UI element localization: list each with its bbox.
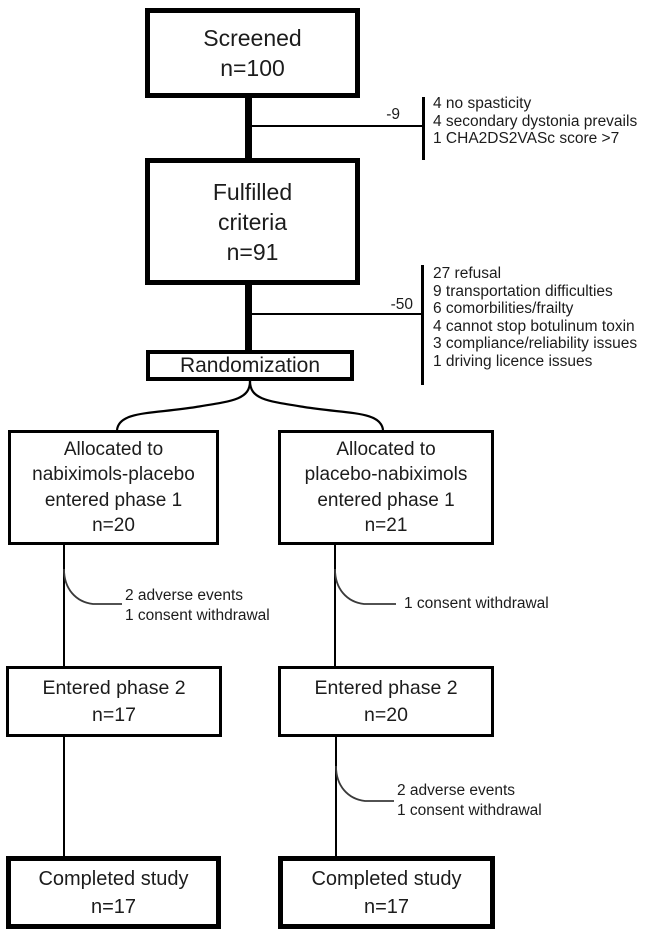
- dropout-note-left-phase1: 2 adverse events 1 consent withdrawal: [125, 586, 270, 625]
- completed-study-left-box: Completed study n=17: [6, 856, 221, 929]
- exclusion-item: 9 transportation difficulties: [433, 282, 613, 300]
- completed-right-count: n=17: [363, 895, 410, 918]
- randomization-label: Randomization: [179, 353, 321, 377]
- dropout-item: 1 consent withdrawal: [397, 801, 542, 819]
- screened-box: Screened n=100: [145, 8, 360, 98]
- alloc-right-line: placebo-nabiximols: [304, 464, 468, 485]
- exclusion-item: 4 no spasticity: [433, 95, 532, 112]
- fulfilled-line: Fulfilled: [212, 178, 293, 205]
- exclusion-item: 1 CHA2DS2VASc score >7: [433, 130, 620, 147]
- entered-right-line: Entered phase 2: [314, 676, 458, 699]
- exclusion-item: 27 refusal: [433, 265, 502, 282]
- fulfilled-criteria-box: Fulfilled criteria n=91: [145, 158, 360, 285]
- randomization-exclusion-list: 27 refusal 9 transportation difficulties…: [433, 265, 637, 370]
- dropout-item: 2 adverse events: [125, 587, 244, 604]
- entered-phase2-right-box: Entered phase 2 n=20: [278, 666, 494, 737]
- alloc-left-line: nabiximols-placebo: [32, 464, 195, 485]
- exclusion-2-bracket: [421, 265, 424, 385]
- connector-fulfilled-to-randomization: [245, 283, 252, 352]
- connector-exclusion-2: [250, 313, 422, 315]
- entered-left-line: Entered phase 2: [42, 676, 186, 699]
- exclusion-item: 1 driving licence issues: [433, 352, 593, 370]
- dropout-note-right-phase1: 1 consent withdrawal: [404, 595, 549, 613]
- completed-left-line: Completed study: [38, 867, 189, 890]
- exclusion-item: 3 compliance/reliability issues: [433, 335, 638, 352]
- connector-screened-to-fulfilled: [245, 95, 252, 160]
- fulfilled-line: criteria: [217, 208, 287, 235]
- exclusion-1-bracket: [422, 97, 425, 160]
- alloc-left-line: Allocated to: [63, 438, 164, 460]
- alloc-right-count: n=21: [364, 515, 408, 536]
- fulfilled-count: n=91: [226, 238, 279, 265]
- exclusion-item: 4 cannot stop botulinum toxin: [433, 317, 635, 335]
- connector-alloc-left-to-phase2: [63, 543, 65, 668]
- dropout-curve-right-phase2: [335, 765, 394, 802]
- screening-exclusion-delta: -9: [386, 106, 400, 123]
- exclusion-item: 4 secondary dystonia prevails: [433, 112, 638, 130]
- connector-exclusion-1: [250, 125, 423, 127]
- dropout-item: 1 consent withdrawal: [125, 606, 270, 624]
- allocated-nabiximols-placebo-box: Allocated to nabiximols-placebo entered …: [8, 430, 219, 545]
- branch-curve-right: [248, 380, 385, 431]
- screened-count: n=100: [220, 55, 285, 81]
- completed-left-count: n=17: [90, 895, 137, 918]
- dropout-curve-left-phase1: [63, 568, 122, 605]
- randomization-box: Randomization: [146, 350, 354, 381]
- screened-line: Screened: [203, 25, 302, 51]
- randomization-exclusion-delta: -50: [390, 296, 413, 313]
- exclusion-item: 6 comorbilities/frailty: [433, 300, 574, 317]
- alloc-right-line: Allocated to: [336, 438, 436, 460]
- dropout-curve-right-phase1: [334, 568, 396, 605]
- allocated-placebo-nabiximols-box: Allocated to placebo-nabiximols entered …: [278, 430, 494, 545]
- dropout-item: 1 consent withdrawal: [404, 595, 549, 612]
- entered-left-count: n=17: [92, 703, 136, 726]
- connector-phase2-right-to-completed: [335, 735, 337, 858]
- alloc-right-line: entered phase 1: [317, 489, 455, 511]
- entered-right-count: n=20: [364, 703, 408, 726]
- alloc-left-line: entered phase 1: [44, 489, 183, 511]
- connector-phase2-left-to-completed: [63, 735, 65, 858]
- entered-phase2-left-box: Entered phase 2 n=17: [6, 666, 222, 737]
- connector-alloc-right-to-phase2: [334, 543, 336, 668]
- dropout-note-right-phase2: 2 adverse events 1 consent withdrawal: [397, 781, 542, 820]
- screening-exclusion-list: 4 no spasticity 4 secondary dystonia pre…: [433, 95, 637, 148]
- completed-study-right-box: Completed study n=17: [278, 856, 495, 929]
- dropout-item: 2 adverse events: [397, 782, 516, 799]
- completed-right-line: Completed study: [311, 867, 462, 890]
- alloc-left-count: n=20: [92, 515, 135, 536]
- branch-curve-left: [115, 380, 252, 431]
